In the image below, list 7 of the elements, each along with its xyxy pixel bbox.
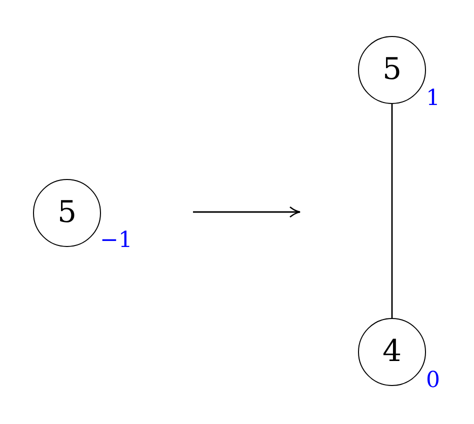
node-value: −1 <box>100 230 132 252</box>
node-number: 5 <box>57 198 77 228</box>
node-value: 1 <box>426 88 440 110</box>
node-number: 5 <box>382 55 402 85</box>
node-value: 0 <box>426 370 440 392</box>
connector-line <box>391 104 393 318</box>
node-number: 4 <box>382 337 402 367</box>
